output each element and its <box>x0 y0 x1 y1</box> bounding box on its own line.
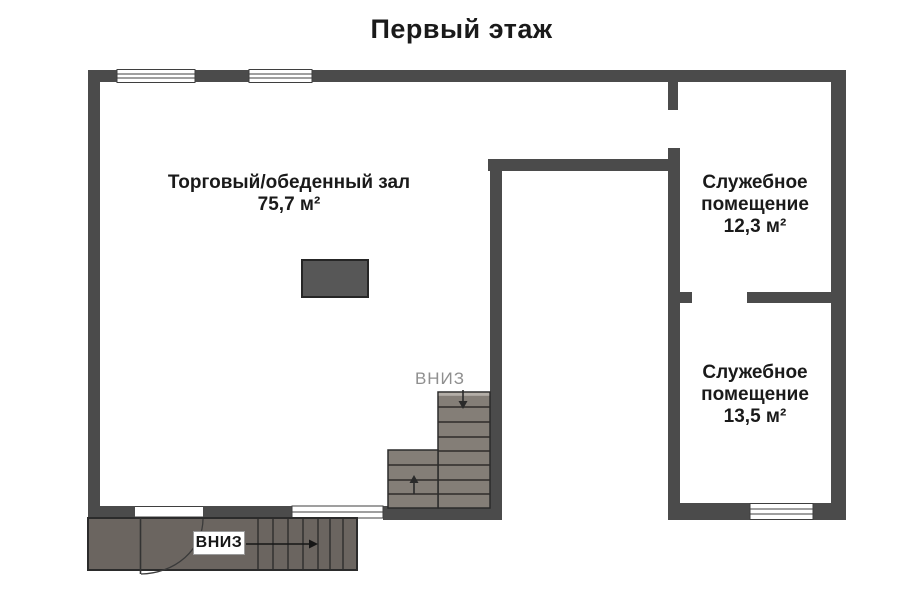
wall-bottom-stairs <box>383 506 502 520</box>
wall-stub-top <box>668 82 678 110</box>
arrow-down-icon <box>458 390 468 409</box>
porch-stairs-down-label: ВНИЗ <box>193 531 245 555</box>
wall-inner-right <box>668 148 680 520</box>
wall-inner-top <box>488 159 680 171</box>
room-name: Торговый/обеденный зал <box>167 172 411 193</box>
wall-right <box>831 70 846 520</box>
inner-stairs-down-label: ВНИЗ <box>414 369 466 388</box>
window-bottom-service <box>749 503 814 520</box>
room-label-service1: Служебное помещение 12,3 м² <box>693 172 817 238</box>
wall-top <box>88 70 846 82</box>
window-top-1 <box>116 69 196 83</box>
room-area: 12,3 м² <box>723 216 787 237</box>
wall-divider-stub <box>680 292 692 303</box>
wall-inner-left <box>490 159 502 520</box>
arrow-right-icon <box>246 539 318 549</box>
arrow-up-icon <box>409 475 419 494</box>
wall-divider-service <box>747 292 833 303</box>
interior-staircase <box>387 390 491 509</box>
room-label-hall: Торговый/обеденный зал 75,7 м² <box>139 172 439 216</box>
door-swing <box>139 518 204 575</box>
counter-island <box>301 259 369 298</box>
room-area: 13,5 м² <box>723 406 787 427</box>
window-bottom-hall <box>291 505 384 519</box>
door-opening-hall <box>135 505 203 519</box>
window-top-2 <box>248 69 313 83</box>
wall-left <box>88 70 100 518</box>
entrance-porch <box>87 517 358 571</box>
room-name: Служебное помещение <box>701 362 809 405</box>
room-name: Служебное помещение <box>701 172 809 215</box>
room-area: 75,7 м² <box>257 194 321 215</box>
room-label-service2: Служебное помещение 13,5 м² <box>693 362 817 428</box>
page-title: Первый этаж <box>370 14 553 44</box>
